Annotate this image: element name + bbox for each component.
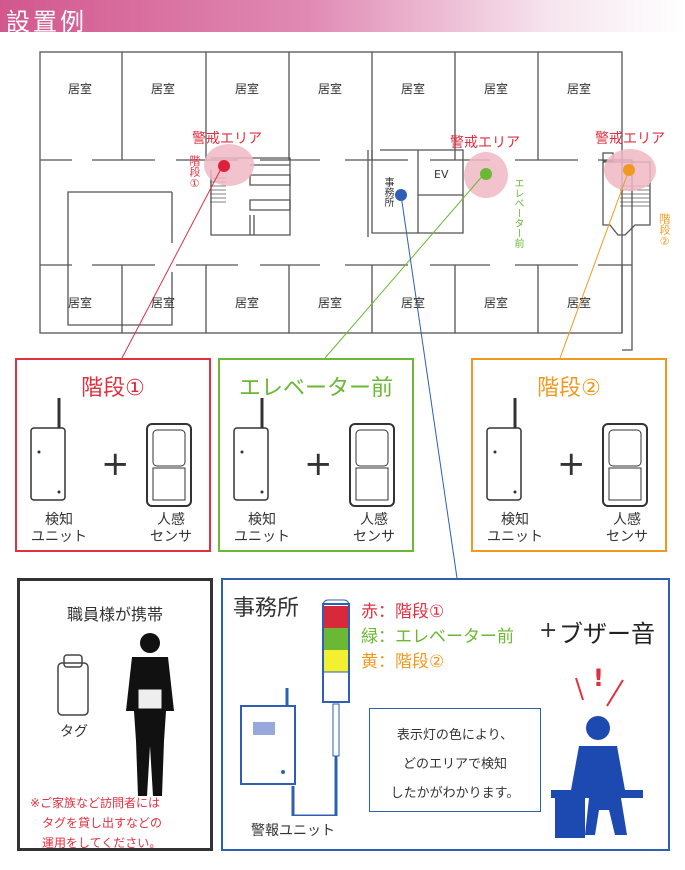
- buzzer-label: ブザー音: [559, 620, 655, 648]
- room-label-top: 居室: [317, 82, 342, 96]
- section-header: 設置例: [0, 0, 685, 36]
- plus-icon: +: [304, 444, 333, 484]
- note-line: ※ご家族など訪問者には: [30, 796, 161, 810]
- zone-panel: 階段① + 検知ユニット 人感センサ: [15, 358, 211, 552]
- room-label-bottom: 居室: [483, 296, 508, 310]
- zone-title: エレベーター前: [238, 376, 393, 401]
- staff-title: 職員様が携帯: [66, 605, 163, 624]
- hall-room: [67, 191, 173, 326]
- motion-sensor-label: 人感センサ: [353, 512, 395, 545]
- yellow-lamp: [323, 650, 349, 672]
- detection-unit-label: 検知ユニット: [31, 512, 87, 545]
- plus-sign: +: [539, 618, 558, 643]
- link-line-stair2: [559, 169, 630, 359]
- office-elevator: [367, 149, 464, 237]
- room-label-bottom: 居室: [234, 296, 259, 310]
- message-line: 表示灯の色により、: [396, 728, 514, 743]
- detection-unit-icon: [30, 398, 66, 501]
- zone-title: 階段②: [537, 376, 601, 401]
- alert-area-label: 警戒エリア: [192, 131, 262, 147]
- elevator-front-label: エレベーター前: [512, 178, 523, 248]
- zone-title: 階段①: [81, 376, 145, 401]
- plus-icon: +: [557, 444, 586, 484]
- link-line-stair1: [121, 164, 224, 359]
- unit-dot-office: [395, 189, 407, 201]
- lamp-legend-item: 黄：階段②: [361, 652, 445, 672]
- note-line: タグを貸し出すなどの: [42, 816, 163, 830]
- alarm-unit-icon: [240, 705, 296, 785]
- message-line: どのエリアで検知: [402, 757, 507, 772]
- top-room-walls: [40, 52, 622, 161]
- motion-sensor-label: 人感センサ: [150, 512, 192, 545]
- detection-unit-icon: [233, 398, 269, 501]
- room-label-top: 居室: [150, 82, 175, 96]
- room-label-top: 居室: [483, 82, 508, 96]
- room-label-top: 居室: [67, 82, 92, 96]
- lamp-legend-item: 緑：エレベーター前: [361, 627, 514, 647]
- room-label-bottom: 居室: [566, 296, 591, 310]
- sensor-dot-stair2: [623, 164, 635, 176]
- alarm-unit-label: 警報ユニット: [251, 823, 335, 839]
- office-panel: 事務所 警報ユニット 赤：階段① 緑：エレベーター前黄：階段② + ブザー音 表示…: [221, 578, 670, 851]
- room-label-bottom: 居室: [150, 296, 175, 310]
- note-line: 運用をしてください。: [42, 836, 162, 850]
- plus-icon: +: [101, 444, 130, 484]
- alert-area-label: 警戒エリア: [595, 131, 665, 147]
- motion-sensor-label: 人感センサ: [606, 512, 648, 545]
- link-line-elevator: [324, 172, 486, 359]
- sensor-dot-elevator: [480, 168, 492, 180]
- stair2-label: 階段②: [658, 213, 671, 248]
- message-line: したかがわかります。: [390, 786, 520, 801]
- red-lamp: [323, 606, 349, 628]
- zone-panel: 階段② + 検知ユニット 人感センサ: [471, 358, 667, 552]
- office-worker-at-desk-icon: [551, 677, 643, 838]
- sensor-dot-stair1: [218, 160, 230, 172]
- staff-panel: 職員様が携帯 タグ ※ご家族など訪問者には タグを貸し出すなどの 運用をしてくだ…: [17, 578, 213, 851]
- tag-icon: [57, 654, 89, 716]
- message-box: 表示灯の色により、 どのエリアで検知 したかがわかります。: [369, 708, 541, 812]
- room-label-top: 居室: [234, 82, 259, 96]
- visitor-note: ※ご家族など訪問者には タグを貸し出すなどの 運用をしてください。: [30, 793, 210, 853]
- detection-unit-icon: [486, 398, 522, 501]
- stair1-shape: [210, 157, 291, 236]
- staff-silhouette-icon: [126, 633, 174, 796]
- room-label-bottom: 居室: [400, 296, 425, 310]
- section-title: 設置例: [6, 8, 87, 36]
- room-label-top: 居室: [566, 82, 591, 96]
- stair1-label: 階段①: [188, 155, 201, 190]
- room-label-top: 居室: [400, 82, 425, 96]
- motion-sensor-icon: [349, 423, 395, 507]
- tag-label: タグ: [60, 724, 88, 740]
- detection-unit-label: 検知ユニット: [234, 512, 290, 545]
- building-outline: [39, 51, 623, 334]
- link-line-office: [400, 194, 458, 579]
- room-label-bottom: 居室: [317, 296, 342, 310]
- signal-tower-and-alarm-unit: [240, 599, 350, 816]
- motion-sensor-icon: [602, 423, 648, 507]
- room-label-bottom: 居室: [67, 296, 92, 310]
- alert-area-label: 警戒エリア: [450, 135, 520, 151]
- office-title: 事務所: [233, 596, 300, 621]
- ev-label: EV: [434, 168, 449, 181]
- message: 表示灯の色により、 どのエリアで検知 したかがわかります。: [370, 721, 540, 808]
- green-lamp: [323, 628, 349, 650]
- zone-panel: エレベーター前 + 検知ユニット 人感センサ: [218, 358, 414, 552]
- alert-exclaim: !: [593, 664, 604, 692]
- office-label: 事務所: [382, 177, 393, 207]
- bottom-room-walls: [40, 264, 632, 333]
- stair-treads: [210, 177, 650, 207]
- motion-sensor-icon: [146, 423, 192, 507]
- detection-unit-label: 検知ユニット: [487, 512, 543, 545]
- lamp-legend-item: 赤：階段①: [361, 602, 445, 622]
